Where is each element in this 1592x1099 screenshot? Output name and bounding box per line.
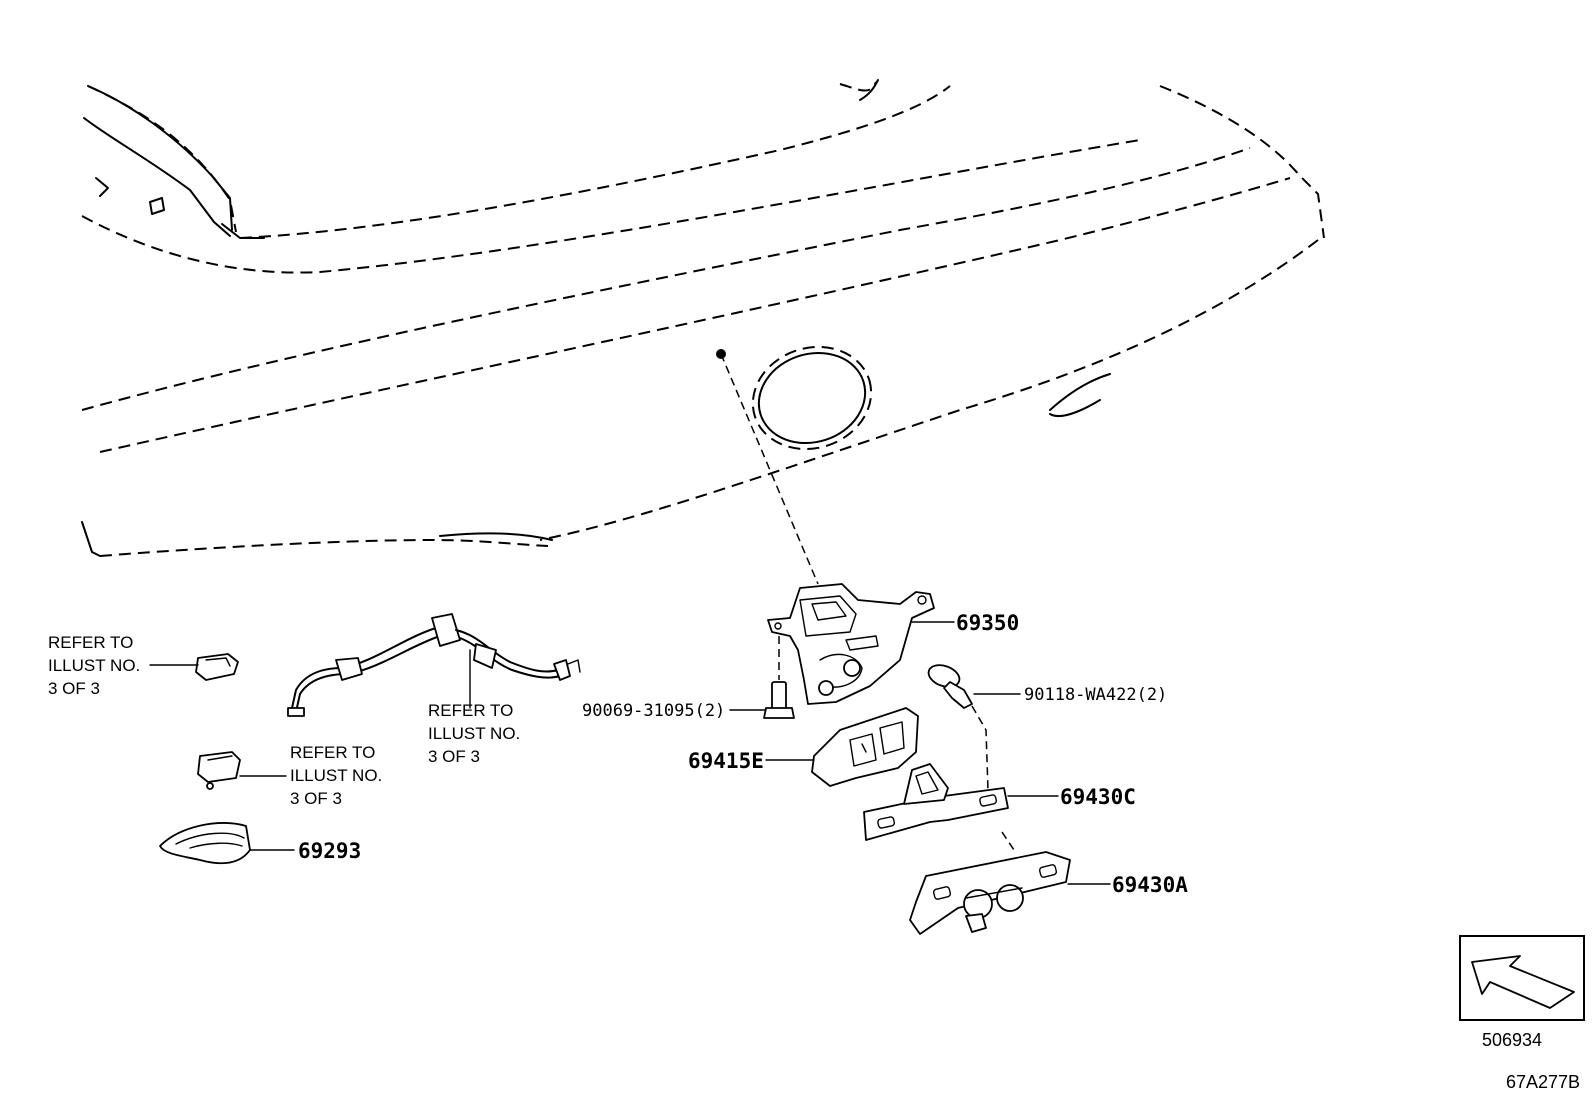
latch-assembly bbox=[767, 583, 935, 705]
illustration-code: 67A277B bbox=[1506, 1072, 1580, 1092]
wire-harness bbox=[287, 613, 581, 717]
connector-top bbox=[195, 653, 239, 681]
label-90069-31095: 90069-31095(2) bbox=[582, 701, 725, 721]
refer-note-3-line1: REFER TO bbox=[290, 743, 375, 762]
bolt-left bbox=[763, 681, 795, 719]
striker-69430C bbox=[863, 763, 1009, 841]
label-69350: 69350 bbox=[956, 611, 1019, 635]
refer-note-1-line2: ILLUST NO. bbox=[48, 656, 140, 675]
trunk-lid-outline bbox=[81, 79, 1325, 585]
refer-note-3-line2: ILLUST NO. bbox=[290, 766, 382, 785]
label-69430C: 69430C bbox=[1060, 785, 1136, 809]
refer-note-2-line1: REFER TO bbox=[428, 701, 513, 720]
refer-note-2-line2: ILLUST NO. bbox=[428, 724, 520, 743]
refer-note-1-line3: 3 OF 3 bbox=[48, 679, 100, 698]
label-69415E: 69415E bbox=[688, 749, 764, 773]
view-box-number: 506934 bbox=[1482, 1030, 1542, 1050]
refer-note-3-line3: 3 OF 3 bbox=[290, 789, 342, 808]
handle-cover bbox=[159, 822, 251, 865]
refer-note-1-line1: REFER TO bbox=[48, 633, 133, 652]
label-69430A: 69430A bbox=[1112, 873, 1188, 897]
refer-note-2-line3: 3 OF 3 bbox=[428, 747, 480, 766]
bolt-right bbox=[927, 664, 989, 791]
striker-69430A bbox=[909, 831, 1071, 935]
label-90118-WA422: 90118-WA422(2) bbox=[1024, 685, 1167, 705]
plate-69415E bbox=[811, 707, 919, 787]
label-69293: 69293 bbox=[298, 839, 361, 863]
view-arrow-box bbox=[1459, 935, 1585, 1021]
switch-part bbox=[197, 751, 241, 790]
